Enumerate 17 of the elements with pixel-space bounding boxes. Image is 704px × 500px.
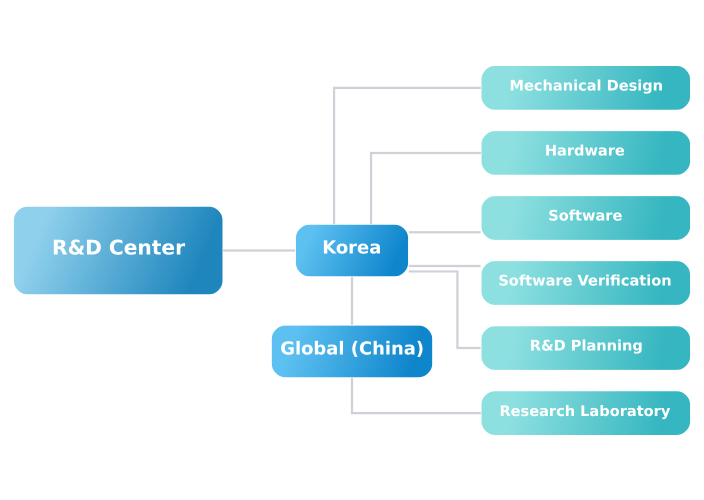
node-box: Global (China) (270, 324, 434, 378)
connector (408, 230, 481, 233)
node-box: Research Laboratory (480, 390, 692, 436)
connector (350, 377, 481, 414)
node-box: Mechanical Design (480, 64, 692, 110)
node-box: Korea (294, 223, 410, 277)
node-box: Software (480, 194, 692, 240)
connector (350, 276, 354, 324)
connector (408, 270, 481, 349)
node-box: R&D Center (12, 205, 224, 295)
node-box: Hardware (480, 129, 692, 176)
connector (370, 151, 481, 224)
connector (332, 86, 481, 224)
node-box: R&D Planning (480, 324, 692, 371)
connector (223, 248, 296, 252)
connector (408, 264, 481, 267)
node-box: Software Verification (480, 260, 692, 306)
